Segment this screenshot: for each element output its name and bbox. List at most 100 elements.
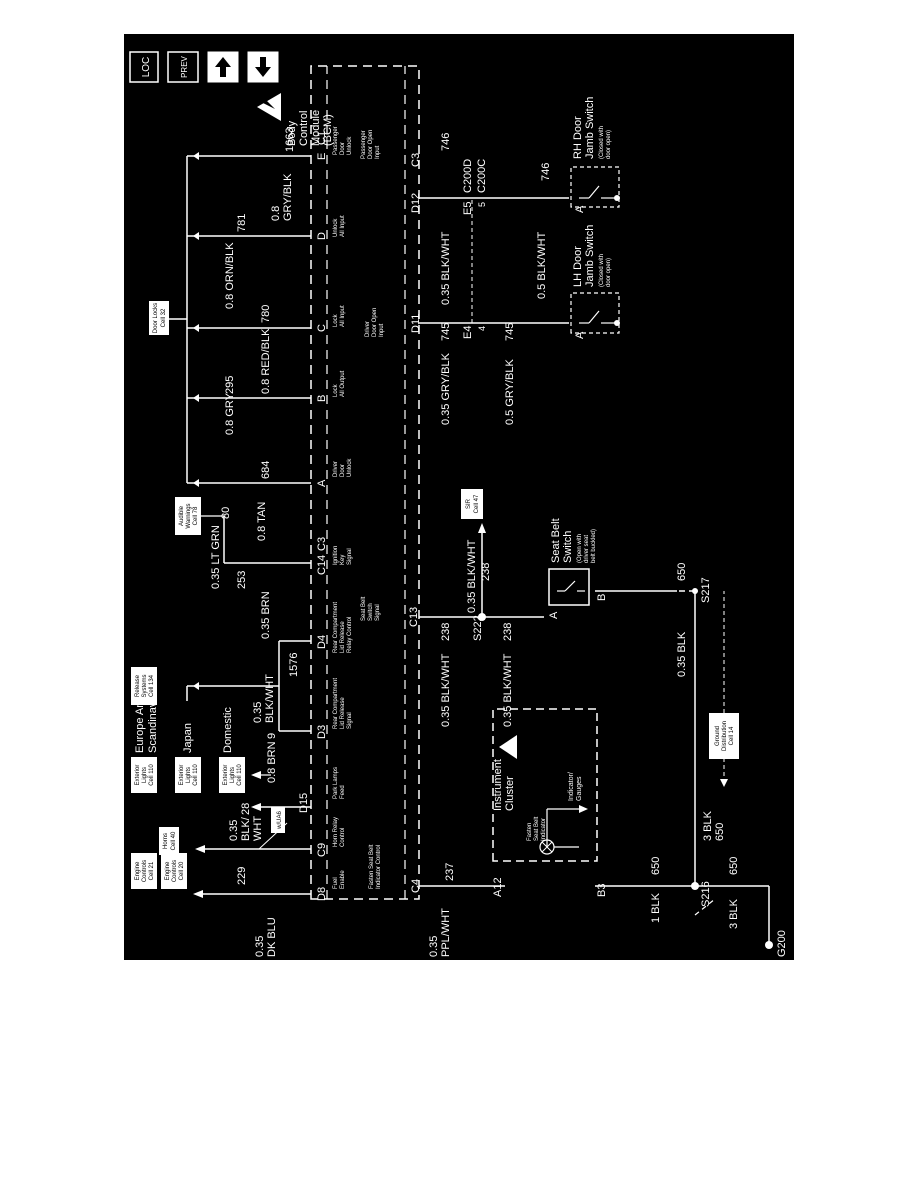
wire-color: BLK/ — [240, 816, 252, 841]
pin-function: Input — [375, 145, 381, 159]
ref-box-ext-lights-europe[interactable]: Exterior Lights Cell 110 — [131, 757, 157, 793]
indicator-label: Indicator — [541, 818, 547, 841]
pin-label: C3 — [410, 153, 422, 167]
pin-label: D11 — [410, 314, 422, 333]
bcm-title-line: (BCM) — [322, 114, 334, 146]
pin-function: Unlock — [347, 458, 353, 477]
pin-function: Feed — [340, 785, 346, 799]
connector-label: 4 — [477, 326, 487, 331]
ref-box-label: SIR — [466, 498, 472, 509]
prev-page-button[interactable]: PREV — [167, 51, 199, 83]
wire-gauge: 0.35 — [252, 702, 264, 723]
connector-label: A — [574, 205, 586, 213]
wire-label: 0.5 BLK/WHT — [536, 231, 548, 299]
ref-box-release-systems[interactable]: Release Systems Cell 134 — [131, 667, 157, 705]
wire-label: 3 BLK — [728, 898, 740, 929]
ref-box-ext-lights-japan[interactable]: Exterior Lights Cell 110 — [175, 757, 201, 793]
variant-labels: Europe And Scandinavia Japan Domestic — [134, 692, 234, 753]
legend-button[interactable]: LOC — [129, 51, 159, 83]
wiring-diagram-panel: LOC PREV Body Control Module (BCM) — [124, 34, 794, 960]
pin-function: Key — [340, 555, 346, 565]
ref-box-label: Exterior — [135, 765, 141, 786]
pin-function: Rear Compartment — [333, 602, 339, 653]
connector-label: A12 — [492, 877, 504, 897]
bcm-title-line: Control — [298, 111, 310, 146]
bcm-functions-top: Fuel Enable Horn Relay Control Park Lamp… — [333, 126, 353, 889]
ref-box-label: Cell 47 — [474, 494, 480, 513]
ref-box-label: Engine — [135, 861, 141, 880]
wire-label: 0.35 BLK/WHT — [466, 539, 478, 613]
wire-circuit: 1663 — [284, 128, 296, 152]
bcm-title-line: Body — [286, 120, 298, 146]
scroll-up-button[interactable] — [207, 51, 239, 83]
ref-box-label: Warnings — [186, 503, 192, 528]
variant-domestic: Domestic — [222, 707, 234, 753]
connector-label: C200D — [462, 159, 474, 193]
pin-function: Door — [340, 464, 346, 477]
ref-box-label: Door Locks — [153, 303, 159, 333]
ref-box-audible-warnings[interactable]: Audible Warnings Cell 78 — [175, 497, 201, 535]
ref-box-ground-distribution[interactable]: Ground Distribution Cell 14 — [709, 713, 739, 759]
wire-circuit: 650 — [650, 857, 662, 875]
wire-gauge: 0.35 — [428, 936, 440, 957]
wire-circuit: 229 — [236, 867, 248, 885]
pin-function: Driver — [365, 321, 371, 337]
switch-name: RH Door — [572, 116, 584, 159]
wire-color: DK BLU — [266, 917, 278, 957]
wire-circuit: 781 — [236, 214, 248, 232]
ref-box-door-locks[interactable]: Door Locks Cell 32 — [149, 301, 169, 335]
wire-label: 0.35 BLK — [676, 631, 688, 677]
wire-labels-top: 229 0.35 BLK/ WHT 28 0.8 BRN 9 0.35 BLK/… — [210, 128, 300, 885]
instrument-cluster-outline — [492, 708, 598, 862]
wire-circuit: 9 — [266, 733, 278, 739]
pin-function: Unlock — [333, 218, 339, 237]
pin-function: Signal — [347, 712, 353, 729]
ref-box-label: Lights — [230, 767, 236, 783]
wire-circuit: 746 — [440, 133, 452, 151]
ref-box-label: Cell 32 — [161, 308, 167, 327]
ref-box-label: Audible — [179, 505, 185, 526]
pin-function: Park Lamps — [333, 767, 339, 799]
wire-circuit: 650 — [728, 857, 740, 875]
connector-label: B3 — [596, 884, 608, 897]
pin-function: Horn Relay — [333, 817, 339, 847]
ref-box-label: Cell 14 — [729, 726, 735, 745]
variant-europe: Europe And — [134, 696, 146, 754]
pin-function: Driver — [333, 461, 339, 477]
switch-name: Jamb Switch — [584, 97, 596, 159]
pin-label: D4 — [316, 635, 328, 649]
pin-label: C3 — [316, 537, 328, 551]
pin-function: Enable — [340, 870, 346, 889]
gauges-label: Indicator/ — [568, 772, 575, 801]
wire-label: 0.35 BLK/WHT — [440, 653, 452, 727]
pin-function: Passenger — [361, 130, 367, 159]
wire-circuit: 746 — [540, 163, 552, 181]
pin-function: All Input — [340, 305, 346, 327]
pin-function: Relay Control — [347, 617, 353, 653]
wire-circuit: 684 — [260, 461, 272, 479]
switch-note: (Closed with — [599, 126, 605, 159]
ref-box-sir[interactable]: SIR Cell 47 — [461, 489, 483, 519]
switch-note: belt buckled) — [591, 529, 597, 563]
diagram-background — [124, 34, 794, 960]
ref-box-label: Cell 78 — [193, 506, 199, 525]
wire-circuit: 745 — [440, 323, 452, 341]
arrow-down-icon — [255, 57, 271, 77]
ref-box-label: Lights — [186, 767, 192, 783]
ref-box-ext-lights-domestic[interactable]: Exterior Lights Cell 110 — [219, 757, 245, 793]
instrument-cluster-title: Instrument — [492, 759, 504, 811]
ref-box-horns[interactable]: Horns Cell 40 — [159, 827, 179, 855]
ref-box-engine-controls-20[interactable]: Engine Controls Cell 20 — [161, 853, 187, 889]
scroll-down-button[interactable] — [247, 51, 279, 83]
pin-function: Rear Compartment — [333, 678, 339, 729]
ref-box-wua6: w/UA6 — [271, 807, 285, 833]
ref-box-engine-controls-21[interactable]: Engine Controls Cell 21 — [131, 853, 157, 889]
pin-function: Door Open — [368, 130, 374, 159]
pin-function: Fuel — [333, 877, 339, 889]
connector-label: A — [574, 331, 586, 339]
switch-name: Jamb Switch — [584, 225, 596, 287]
ref-box-label: Ground — [715, 726, 721, 746]
ref-box-label: Exterior — [179, 765, 185, 786]
wire-label: 0.8 TAN — [256, 502, 268, 541]
pin-label: D3 — [316, 725, 328, 739]
